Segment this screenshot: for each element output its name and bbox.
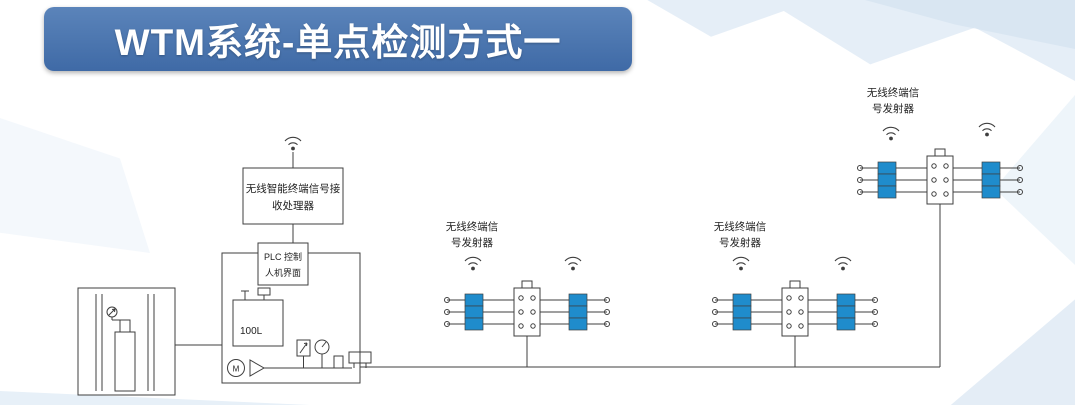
transmitter-label-line1: 无线终端信 xyxy=(714,220,767,233)
transmitter-group-1: 无线终端信 号发射器 xyxy=(444,220,610,367)
plc-label-line1: PLC 控制 xyxy=(264,251,302,262)
receiver-unit: 无线智能终端信号接 收处理器 xyxy=(242,136,344,243)
pressure-gauge-icon xyxy=(314,339,330,368)
wifi-icon xyxy=(834,256,852,271)
transmitter-label-line1: 无线终端信 xyxy=(867,86,920,99)
transmitter-label-line2: 号发射器 xyxy=(451,236,493,249)
plc-label-line2: 人机界面 xyxy=(265,267,301,278)
wifi-icon xyxy=(732,256,750,271)
flow-meter-icon xyxy=(333,355,344,369)
title-banner: WTM系统-单点检测方式一 xyxy=(44,7,632,71)
wifi-icon xyxy=(564,256,582,271)
manifold-block xyxy=(857,148,1023,205)
transmitter-label-line2: 号发射器 xyxy=(719,236,761,249)
tank-capacity-label: 100L xyxy=(240,326,263,337)
wifi-icon xyxy=(284,136,302,151)
motor-pump: M xyxy=(227,359,352,377)
directional-valve-icon xyxy=(348,351,372,368)
transmitter-label-line1: 无线终端信 xyxy=(446,220,499,233)
page-title: WTM系统-单点检测方式一 xyxy=(114,22,562,63)
wifi-icon xyxy=(882,126,900,141)
plc-box: PLC 控制 人机界面 xyxy=(257,242,309,286)
machine-box xyxy=(77,287,176,396)
transmitter-label-line2: 号发射器 xyxy=(872,102,914,115)
manifold-block xyxy=(444,280,610,337)
receiver-label-line1: 无线智能终端信号接 xyxy=(246,182,341,195)
transmitter-group-3: 无线终端信 号发射器 xyxy=(857,86,1023,367)
oil-tank: 100L xyxy=(232,287,284,347)
transmitter-group-2: 无线终端信 号发射器 xyxy=(712,220,878,367)
hydraulic-power-unit: 100L M xyxy=(221,252,361,384)
wifi-icon xyxy=(464,256,482,271)
receiver-label-line2: 收处理器 xyxy=(272,199,314,212)
motor-label: M xyxy=(233,365,240,374)
wifi-icon xyxy=(978,122,996,137)
manifold-block xyxy=(712,280,878,337)
relief-valve-icon xyxy=(296,339,311,368)
